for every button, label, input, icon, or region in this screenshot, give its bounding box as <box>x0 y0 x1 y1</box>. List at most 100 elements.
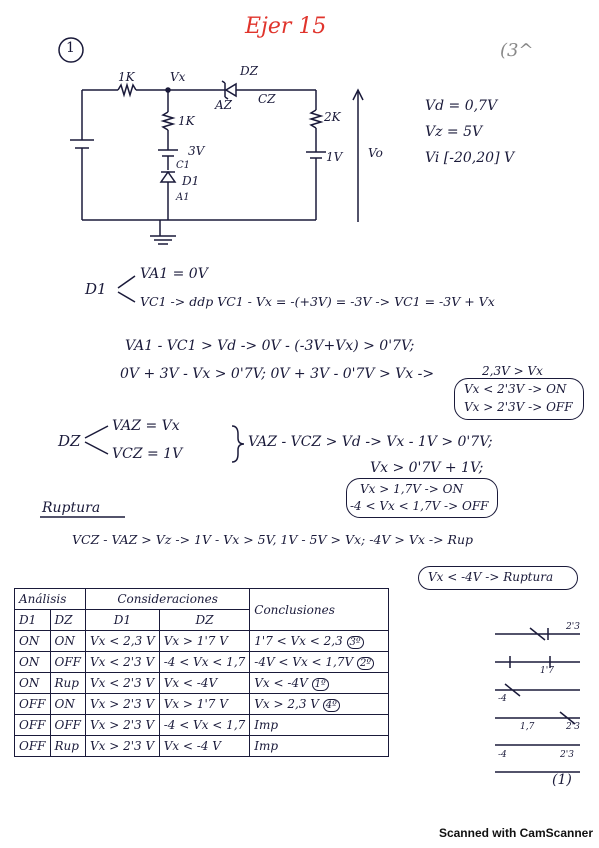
corner-mark: (3^ <box>500 40 534 61</box>
row-dz-consideration: Vx > 1'7 V <box>158 693 251 715</box>
d1-derivation: 0V + 3V - Vx > 0'7V; 0V + 3V - 0'7V > Vx… <box>120 366 435 382</box>
row-dz-consideration: Vx < -4 V <box>158 735 251 757</box>
row-dz-consideration: Vx < -4V <box>158 672 251 694</box>
dz-anode: VAZ = Vx <box>112 418 180 434</box>
row-conclusion: 1'7 < Vx < 2,3 3º <box>249 630 390 652</box>
label-c1: C1 <box>176 160 191 171</box>
dz-result-box <box>346 478 498 518</box>
sketch-label: 2'3 <box>566 722 580 732</box>
d1-result: 2,3V > Vx <box>482 364 543 378</box>
given-vd: Vd = 0,7V <box>425 98 498 114</box>
battery-1v <box>306 151 326 159</box>
table-col-dz: DZ <box>49 609 86 631</box>
diode-d1-symbol <box>159 170 177 183</box>
table-header-analisis: Análisis <box>14 588 86 610</box>
row-d1-consideration: Vx < 2'3 V <box>85 651 160 673</box>
table-row: OFF OFF Vx > 2'3 V -4 < Vx < 1,7 Imp <box>14 714 390 736</box>
resistor-1k-branch <box>160 111 176 131</box>
row-dz-state: ON <box>49 693 86 715</box>
label-r3: 2K <box>324 110 341 124</box>
dz-cathode: VCZ = 1V <box>112 446 183 462</box>
ruptura-heading: Ruptura <box>42 500 101 516</box>
ruptura-result-box <box>418 566 578 590</box>
sketch-label: 2'3 <box>560 750 574 760</box>
d1-label: D1 <box>85 280 107 298</box>
label-1v: 1V <box>326 150 343 164</box>
table-col-d1: D1 <box>14 609 51 631</box>
sketch-label: 2'3 <box>566 622 580 632</box>
source-vi <box>70 139 94 149</box>
label-a1: A1 <box>176 192 190 203</box>
label-d1: D1 <box>182 174 200 188</box>
dz-derivation: Vx > 0'7V + 1V; <box>370 460 484 476</box>
resistor-1k-top <box>117 82 137 98</box>
row-d1-consideration: Vx > 2'3 V <box>85 693 160 715</box>
order-tag: 2º <box>357 657 375 670</box>
row-dz-state: OFF <box>49 714 86 736</box>
analysis-table: Análisis Consideraciones Conclusiones D1… <box>14 588 390 757</box>
table-row: ON ON Vx < 2,3 V Vx > 1'7 V 1'7 < Vx < 2… <box>14 630 390 652</box>
table-row: ON Rup Vx < 2'3 V Vx < -4V Vx < -4V 1º <box>14 672 390 694</box>
row-conclusion: Imp <box>249 714 390 736</box>
row-dz-state: ON <box>49 630 86 652</box>
table-sub-d1: D1 <box>85 609 160 631</box>
label-r1: 1K <box>118 70 135 84</box>
ruptura-range: Vx < -4V -> Ruptura <box>428 570 554 584</box>
order-tag: 4º <box>322 699 340 712</box>
table-header-conclusiones: Conclusiones <box>249 588 390 631</box>
dz-label: DZ <box>58 432 81 450</box>
table-row: OFF ON Vx > 2'3 V Vx > 1'7 V Vx > 2,3 V … <box>14 693 390 715</box>
table-row: OFF Rup Vx > 2'3 V Vx < -4 V Imp <box>14 735 390 757</box>
given-vz: Vz = 5V <box>425 124 483 140</box>
page-mark: (1) <box>552 772 572 788</box>
label-vo: Vo <box>368 146 383 160</box>
d1-anode: VA1 = 0V <box>140 266 208 282</box>
d1-cathode: VC1 -> ddp VC1 - Vx = -(+3V) = -3V -> VC… <box>140 294 495 309</box>
d1-off-range: Vx > 2'3V -> OFF <box>464 400 573 414</box>
problem-number-circle <box>58 37 84 63</box>
ground-symbol <box>150 228 176 245</box>
zener-diode-symbol <box>224 82 237 98</box>
row-conclusion: Vx < -4V 1º <box>249 672 390 694</box>
row-d1-consideration: Vx > 2'3 V <box>85 714 160 736</box>
resistor-2k <box>308 109 324 129</box>
row-dz-state: OFF <box>49 651 86 673</box>
row-d1-state: ON <box>14 672 51 694</box>
label-r2: 1K <box>178 114 195 128</box>
ruptura-derivation: VCZ - VAZ > Vz -> 1V - Vx > 5V, 1V - 5V … <box>72 532 474 547</box>
label-vx: Vx <box>170 70 186 84</box>
row-d1-state: ON <box>14 651 51 673</box>
label-3v: 3V <box>188 144 205 158</box>
row-d1-consideration: Vx < 2,3 V <box>85 630 160 652</box>
problem-number: 1 <box>66 40 75 56</box>
row-conclusion: Imp <box>249 735 390 757</box>
label-cz: CZ <box>258 92 276 106</box>
dz-condition: VAZ - VCZ > Vd -> Vx - 1V > 0'7V; <box>248 434 493 450</box>
row-conclusion: -4V < Vx < 1,7V 2º <box>249 651 390 673</box>
order-tag: 1º <box>311 678 329 691</box>
row-conclusion: Vx > 2,3 V 4º <box>249 693 390 715</box>
order-tag: 3º <box>346 636 364 649</box>
row-d1-state: OFF <box>14 735 51 757</box>
page-title: Ejer 15 <box>245 14 327 39</box>
row-d1-state: OFF <box>14 693 51 715</box>
sketch-label: -4 <box>498 750 507 760</box>
row-dz-consideration: -4 < Vx < 1,7 <box>158 714 251 736</box>
table-header-consideraciones: Consideraciones <box>84 588 251 610</box>
d1-condition: VA1 - VC1 > Vd -> 0V - (-3V+Vx) > 0'7V; <box>125 338 415 354</box>
row-dz-consideration: -4 < Vx < 1,7 <box>158 651 251 673</box>
battery-3v <box>158 149 178 157</box>
row-d1-consideration: Vx > 2'3 V <box>85 735 160 757</box>
row-dz-state: Rup <box>49 672 86 694</box>
row-d1-state: ON <box>14 630 51 652</box>
row-dz-state: Rup <box>49 735 86 757</box>
dz-on-range: Vx > 1,7V -> ON <box>360 482 463 496</box>
dz-off-range: -4 < Vx < 1,7V -> OFF <box>350 499 489 513</box>
given-vi: Vi [-20,20] V <box>425 150 515 166</box>
table-row: ON OFF Vx < 2'3 V -4 < Vx < 1,7 -4V < Vx… <box>14 651 390 673</box>
sketch-label: 1'7 <box>540 666 554 676</box>
table-sub-dz: DZ <box>158 609 251 631</box>
row-d1-consideration: Vx < 2'3 V <box>85 672 160 694</box>
row-dz-consideration: Vx > 1'7 V <box>158 630 251 652</box>
